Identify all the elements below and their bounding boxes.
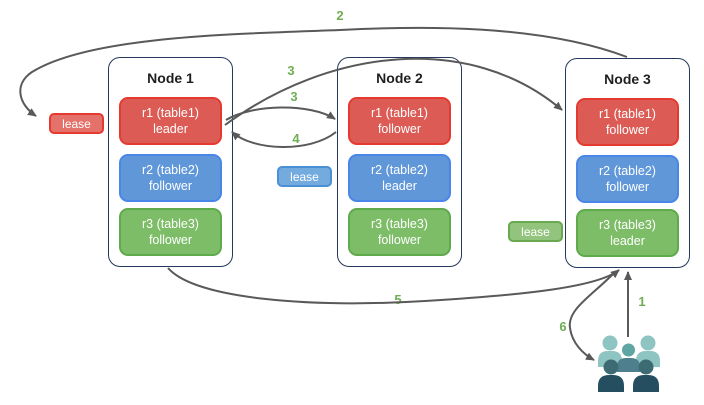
replica-role: follower [605, 123, 650, 137]
replica-role: follower [377, 122, 422, 136]
step-label-6: 6 [559, 319, 567, 334]
replica-name: r3 (table3) [371, 216, 428, 231]
step-label-3b: 3 [290, 89, 298, 104]
replica-name: r1 (table1) [371, 105, 428, 120]
node1-replica-r2-follower: r2 (table2) follower [119, 154, 222, 202]
replica-role: follower [377, 233, 422, 247]
replica-name: r2 (table2) [142, 162, 199, 177]
users-group-icon [598, 335, 660, 392]
node-1-box: Node 1 r1 (table1) leader r2 (table2) fo… [108, 57, 233, 267]
replica-name: r2 (table2) [371, 162, 428, 177]
step-label-4: 4 [292, 131, 300, 146]
node2-replica-r1-follower: r1 (table1) follower [348, 97, 451, 145]
step-label-3a: 3 [287, 63, 295, 78]
replica-name: r1 (table1) [599, 106, 656, 121]
node3-replica-r2-follower: r2 (table2) follower [576, 155, 679, 203]
step-label-2: 2 [336, 8, 344, 23]
node1-replica-r3-follower: r3 (table3) follower [119, 208, 222, 256]
replica-name: r3 (table3) [599, 217, 656, 232]
node-3-title: Node 3 [604, 71, 651, 87]
node3-replica-r1-follower: r1 (table1) follower [576, 98, 679, 146]
node-2-box: Node 2 r1 (table1) follower r2 (table2) … [337, 57, 462, 267]
node1-replica-r1-leader: r1 (table1) leader [119, 97, 222, 145]
node3-replica-r3-leader: r3 (table3) leader [576, 209, 679, 257]
step-label-5: 5 [394, 292, 402, 307]
node2-replica-r2-leader: r2 (table2) leader [348, 154, 451, 202]
replica-role: follower [605, 180, 650, 194]
node2-replica-r3-follower: r3 (table3) follower [348, 208, 451, 256]
lease-badge-table1: lease [49, 113, 104, 134]
arrow-step4-node2-to-node1 [231, 131, 337, 148]
replica-role: leader [610, 234, 645, 248]
arrow-step3-node1-to-node2 [225, 106, 336, 121]
replica-name: r2 (table2) [599, 163, 656, 178]
node-3-box: Node 3 r1 (table1) follower r2 (table2) … [565, 58, 690, 268]
node-1-title: Node 1 [147, 70, 194, 86]
node-2-title: Node 2 [376, 70, 423, 86]
lease-badge-table2: lease [277, 166, 332, 187]
replica-role: leader [153, 122, 188, 136]
replica-name: r1 (table1) [142, 105, 199, 120]
replica-role: follower [148, 179, 193, 193]
lease-badge-table3: lease [508, 221, 563, 242]
replica-role: leader [382, 179, 417, 193]
replica-role: follower [148, 233, 193, 247]
step-label-1: 1 [638, 294, 646, 309]
replica-name: r3 (table3) [142, 216, 199, 231]
